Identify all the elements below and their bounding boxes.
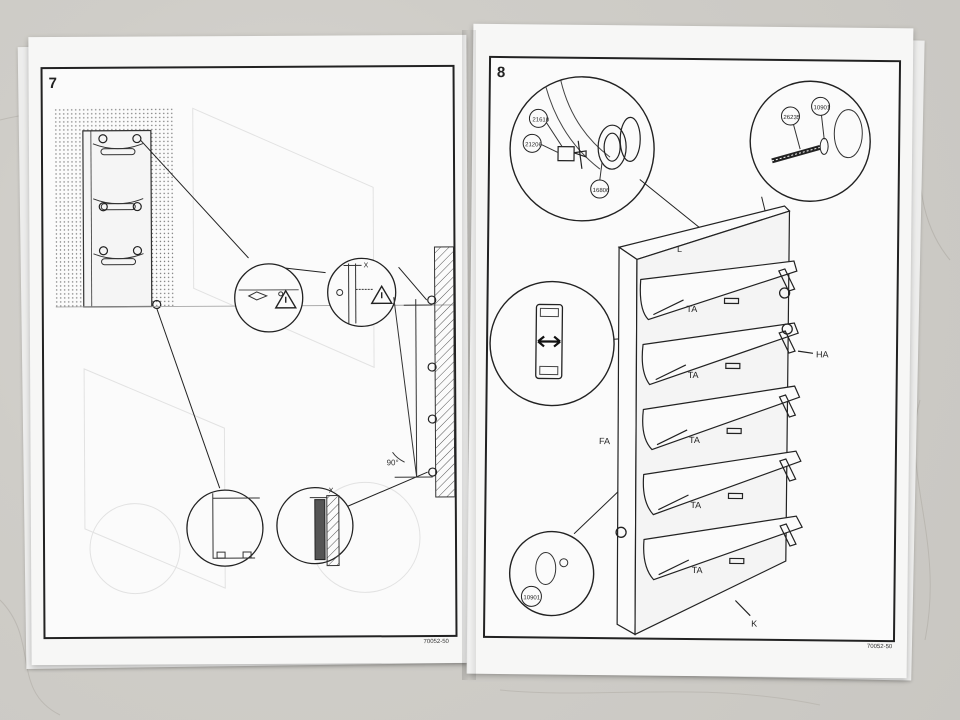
part-code-21610: 21610 — [532, 117, 549, 123]
part-labels: L TA TA TA TA TA FA HA K — [599, 244, 829, 629]
detail-wall-gap: X — [327, 257, 397, 328]
detail-cap: 10901 — [508, 530, 595, 617]
right-manual-page: 8 21610 21206 16806 — [466, 23, 914, 679]
cabinet-front — [82, 129, 153, 308]
label-base-K: K — [751, 619, 757, 629]
part-code-26235: 26235 — [783, 115, 800, 121]
label-side-FA: FA — [599, 436, 610, 446]
book-spine — [462, 30, 476, 680]
shoe-cabinet — [615, 205, 814, 636]
left-manual-page: 7 — [28, 34, 470, 666]
side-view-wall: 90° — [387, 246, 456, 498]
detail-screw: 26235 10901 — [749, 80, 871, 202]
label-flap-1: TA — [686, 304, 697, 314]
detail-screw-warning — [234, 263, 304, 333]
step-8-frame: 8 21610 21206 16806 — [482, 55, 902, 643]
step-7-frame: 7 — [40, 64, 458, 640]
part-code-10901-bottom: 10901 — [523, 595, 540, 601]
part-code-21206: 21206 — [525, 142, 542, 148]
label-top-L: L — [677, 244, 682, 254]
document-code: 70052-50 — [866, 643, 893, 651]
label-flap-3: TA — [689, 435, 700, 445]
detail-latch — [489, 280, 615, 407]
document-code: 70052-50 — [423, 638, 449, 646]
label-hinge-HA: HA — [816, 349, 829, 359]
step-8-illustration: 21610 21206 16806 26235 10901 — [489, 76, 871, 636]
gap-label: X — [364, 262, 369, 269]
part-code-10901-top: 10901 — [814, 105, 831, 111]
cabinet-flaps — [92, 143, 144, 266]
label-flap-5: TA — [692, 565, 703, 575]
detail-hinge-bracket: 21610 21206 16806 — [509, 76, 655, 222]
detail-base-foot — [186, 489, 264, 567]
label-flap-4: TA — [690, 500, 701, 510]
step-7-illustration: X — [54, 106, 456, 595]
detail-wall-spacing: X — [276, 487, 354, 567]
part-code-16806: 16806 — [593, 188, 610, 194]
mount-points — [98, 133, 162, 310]
gap-label-2: X — [329, 488, 334, 495]
label-flap-2: TA — [688, 370, 699, 380]
angle-90-label: 90° — [387, 458, 399, 467]
